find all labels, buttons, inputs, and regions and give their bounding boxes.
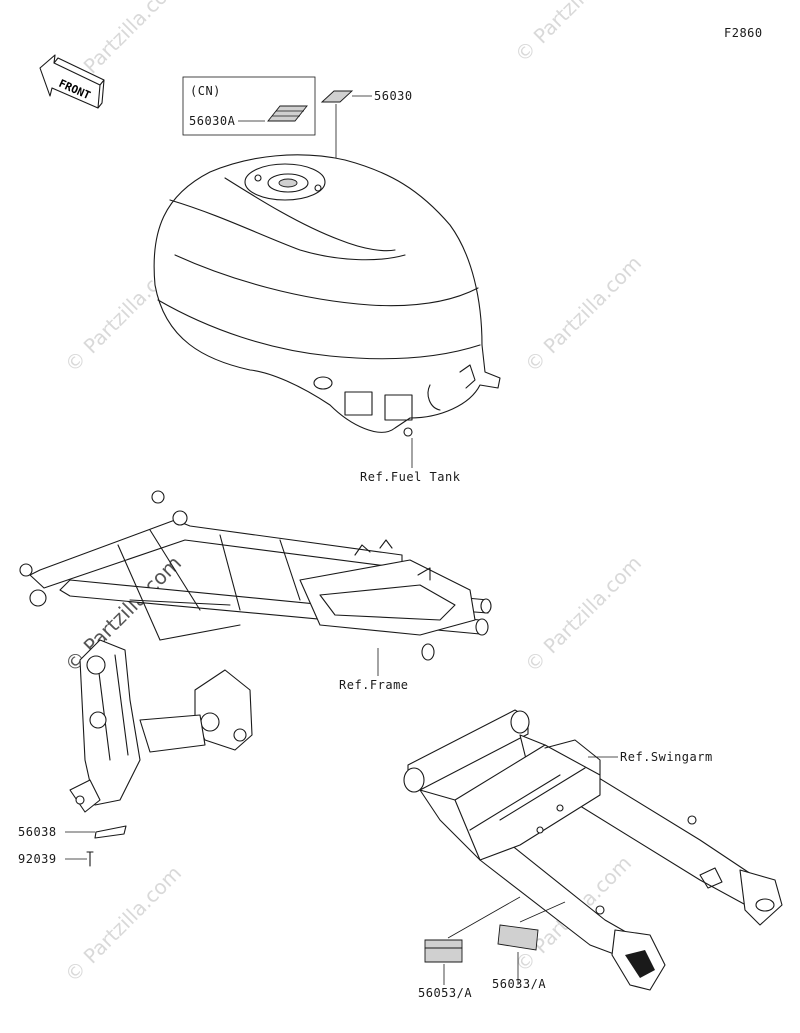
part-56053a[interactable]: 56053/A — [418, 986, 473, 1000]
cn-box — [182, 76, 316, 136]
diagram-code: F2860 — [724, 26, 763, 40]
label-56030a-icon — [267, 105, 308, 122]
ref-fuel-tank[interactable]: Ref.Fuel Tank — [360, 470, 461, 484]
label-56033a-icon — [497, 924, 539, 951]
frame-drawing — [19, 490, 492, 813]
part-56033a[interactable]: 56033/A — [492, 977, 547, 991]
cn-label: (CN) — [190, 84, 221, 98]
part-92039[interactable]: 92039 — [18, 852, 57, 866]
part-56030[interactable]: 56030 — [374, 89, 413, 103]
ref-frame[interactable]: Ref.Frame — [339, 678, 409, 692]
part-56030a[interactable]: 56030A — [189, 114, 236, 128]
ref-swingarm[interactable]: Ref.Swingarm — [620, 750, 713, 764]
label-56030-icon — [320, 90, 354, 103]
label-56053a-icon — [424, 939, 463, 963]
label-56038-icon — [94, 825, 127, 839]
part-56038[interactable]: 56038 — [18, 825, 57, 839]
front-arrow-icon — [39, 54, 105, 109]
rivet-92039-icon — [86, 851, 94, 867]
swingarm-drawing — [403, 709, 783, 991]
fuel-tank-drawing — [153, 154, 501, 437]
